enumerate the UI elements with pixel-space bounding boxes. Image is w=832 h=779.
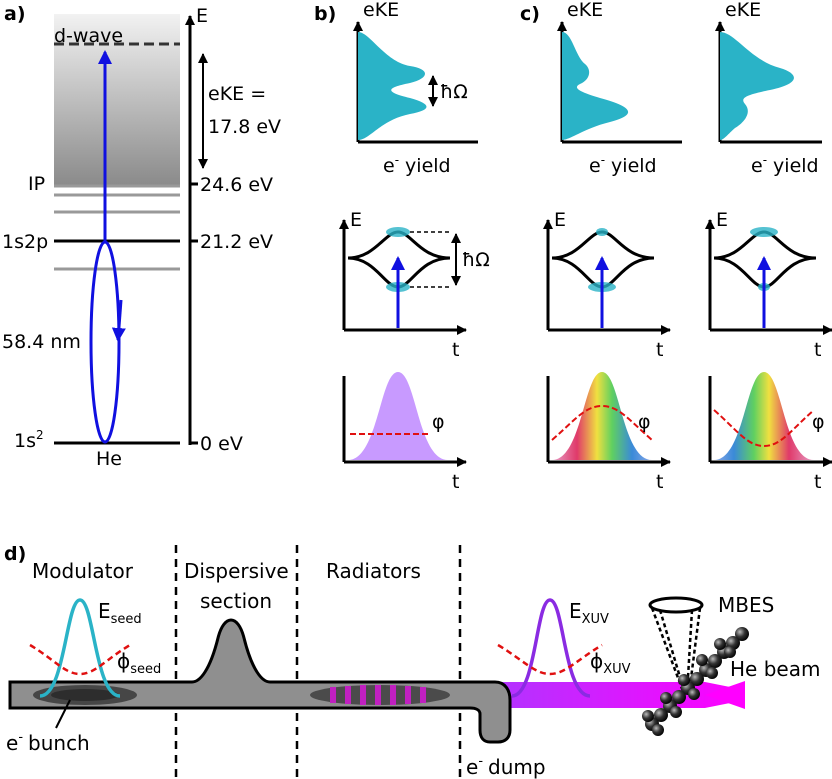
tick-24-6: 24.6 eV [200, 174, 273, 196]
spectrum-b: ħΩ eKE e-yield [353, 0, 478, 177]
modulator-label: Modulator [32, 559, 134, 583]
seed-phase [29, 643, 131, 676]
dynamics-c1-time: t [656, 339, 663, 361]
xuv-pulse [511, 598, 591, 698]
electron-beam-path [8, 618, 512, 744]
dynamics-b-energy: E [350, 209, 362, 231]
ip-label: IP [28, 173, 45, 195]
wavelength-label: 58.4 nm [2, 331, 81, 353]
dispersive-label-2: section [200, 589, 272, 613]
xuv-focus [705, 681, 745, 709]
tick-0: 0 eV [200, 433, 243, 455]
pulse-c2: φ t [708, 372, 832, 493]
spectrum-b-yield: e-yield [383, 153, 451, 177]
pulse-b: φ t [342, 372, 467, 493]
pulse-c1: φ t [546, 372, 671, 493]
pulse-c1-time: t [656, 471, 663, 493]
ekE-label: eKE = [208, 83, 266, 105]
e-dump-label: e-dump [466, 754, 546, 779]
section-dividers [174, 545, 462, 779]
pulse-b-time: t [452, 471, 459, 493]
dynamics-b-time: t [452, 339, 459, 361]
energy-axis-label: E [196, 5, 208, 27]
spectrum-c1: eKE e-yield [557, 0, 682, 177]
spectrum-c1-peaks [562, 32, 629, 140]
dynamics-b: E t ħΩ [339, 209, 490, 361]
d-wave-label: d-wave [54, 25, 123, 47]
he-beam-label: He beam [730, 657, 820, 681]
e-bunch-label: e-bunch [6, 730, 90, 755]
phi-xuv-label: ϕXUV [590, 649, 631, 677]
dispersive-label-1: Dispersive [184, 559, 289, 583]
spectrum-b-peaks [358, 32, 427, 140]
panel-b-label: b) [314, 3, 336, 25]
level-1s2p-label: 1s2p [2, 231, 48, 253]
dynamics-c2: E t [705, 209, 832, 361]
pulse-c1-phi: φ [638, 411, 651, 433]
panel-c-label: c) [520, 3, 540, 25]
pulse-c1-envelope [552, 372, 652, 460]
ip-levels [54, 184, 180, 271]
spectrum-b-hbar-omega: ħΩ [440, 81, 468, 103]
e-xuv-label: EXUV [569, 599, 609, 627]
pulse-c2-time: t [814, 471, 821, 493]
spectrum-c2-ekE: eKE [725, 0, 761, 21]
e-seed-label: Eseed [98, 599, 142, 627]
spectrum-c1-ekE: eKE [567, 0, 603, 21]
panel-a-label: a) [4, 3, 26, 25]
pulse-c2-phase [713, 409, 815, 448]
radiators-label: Radiators [326, 559, 421, 583]
spectrum-c1-yield: e-yield [589, 153, 657, 177]
excitation-ellipse [89, 240, 121, 444]
panel-d-label: d) [4, 543, 26, 565]
spectrum-b-ekE: eKE [363, 0, 399, 21]
ekE-value: 17.8 eV [208, 116, 281, 138]
dynamics-c2-energy: E [716, 209, 728, 231]
pulse-c2-envelope [714, 372, 814, 460]
tick-21-2: 21.2 eV [200, 231, 273, 253]
dynamics-b-hbar-omega: ħΩ [462, 249, 490, 271]
dynamics-c1-energy: E [554, 209, 566, 231]
spectrum-c2-peaks [720, 32, 794, 140]
excitation-direction-arrow [111, 299, 126, 342]
microbunches [310, 685, 450, 705]
phi-seed-label: ϕseed [117, 649, 161, 677]
ground-state-label: 1s2 [14, 428, 44, 452]
mbes-label: MBES [718, 593, 774, 617]
pulse-c2-phi: φ [812, 411, 825, 433]
dynamics-c1: E t [543, 209, 671, 361]
pulse-b-envelope [348, 372, 448, 460]
spectrum-c2-yield: e-yield [751, 153, 819, 177]
dynamics-c2-time: t [814, 339, 821, 361]
seed-pulse [39, 598, 121, 698]
helium-beam [642, 627, 749, 736]
pulse-b-phi: φ [432, 411, 445, 433]
spectrum-c2: eKE e-yield [715, 0, 822, 177]
pulse-c1-phase [551, 404, 653, 441]
atom-label: He [96, 448, 122, 470]
xuv-phase [497, 643, 603, 676]
e-bunch-pointer [55, 699, 71, 729]
